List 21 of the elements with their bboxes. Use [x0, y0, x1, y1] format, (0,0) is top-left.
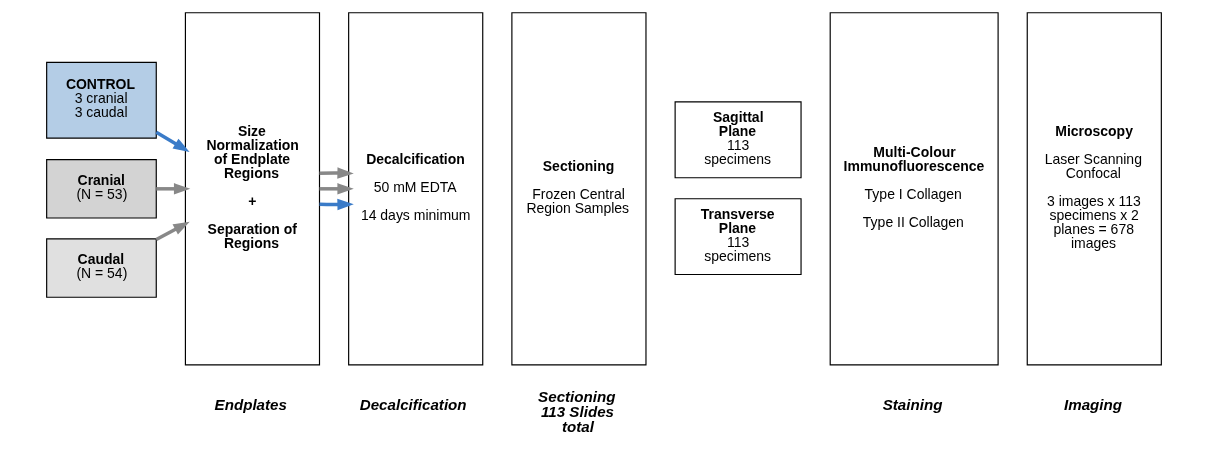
arrow — [319, 183, 354, 195]
node-box: Transverse Plane 113 specimens — [674, 198, 802, 276]
arrow — [155, 183, 190, 195]
arrow — [154, 130, 190, 152]
node-box: Decalcification 50 mM EDTA 14 days minimum — [347, 12, 483, 366]
arrow — [319, 198, 354, 211]
node-box: Microscopy Laser Scanning Confocal 3 images x 113 specimens x 2 planes = 678 images — [1026, 12, 1162, 366]
node-box: Size Normalization of Endplate Regions + Separation of Regions — [184, 12, 320, 366]
node-box: CONTROL 3 cranial 3 caudal — [45, 61, 157, 139]
node-box: Cranial (N = 53) — [45, 159, 157, 219]
arrow — [319, 167, 354, 179]
label: Decalcification — [359, 395, 467, 413]
node-box: Caudal (N = 54) — [45, 238, 157, 298]
node-box: Sectioning Frozen Central Region Samples — [510, 12, 647, 366]
node-box: Multi-Colour Immunofluorescence Type I Collagen Type II Collagen — [829, 12, 999, 366]
label: Staining — [882, 395, 942, 413]
label: Endplates — [214, 395, 287, 413]
label: Sectioning 113 Slides total — [537, 388, 616, 436]
label: Imaging — [1063, 395, 1122, 413]
node-box: Sagittal Plane 113 specimens — [674, 101, 802, 179]
arrow — [154, 221, 190, 242]
